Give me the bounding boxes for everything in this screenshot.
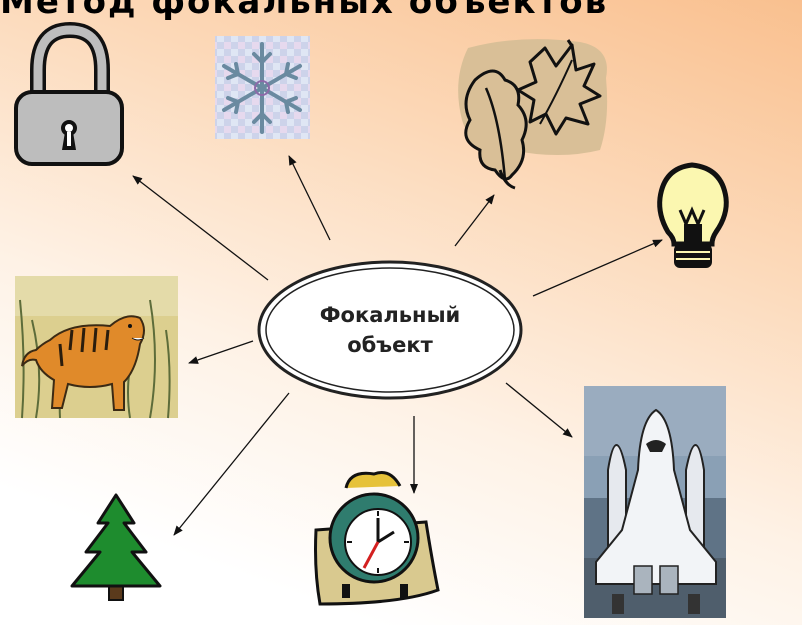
light-bulb-icon: [657, 162, 729, 268]
page-title: Метод фокальных объектов: [0, 0, 609, 22]
arrow-to-tree: [173, 392, 290, 536]
alarm-clock-icon: [314, 471, 440, 606]
tiger-icon: [15, 276, 178, 419]
arrow-to-snowflake: [288, 155, 331, 241]
focal-object-ellipse: [257, 260, 523, 400]
focal-object-label-line1: Фокальный: [319, 303, 461, 327]
snowflake-icon: [215, 36, 310, 139]
space-shuttle-icon: [584, 386, 726, 618]
arrow-to-tiger: [188, 340, 254, 364]
focal-object-label: Фокальный объект: [262, 280, 518, 380]
arrow-to-shuttle: [505, 382, 573, 438]
focal-object-label-line2: объект: [347, 333, 433, 357]
arrow-to-lock: [132, 175, 269, 281]
padlock-icon: [14, 21, 124, 166]
leaves-icon: [458, 39, 608, 190]
arrows: [132, 155, 663, 536]
arrow-to-leaves: [454, 194, 495, 247]
fir-tree-icon: [70, 493, 162, 601]
arrow-to-bulb: [532, 239, 663, 297]
